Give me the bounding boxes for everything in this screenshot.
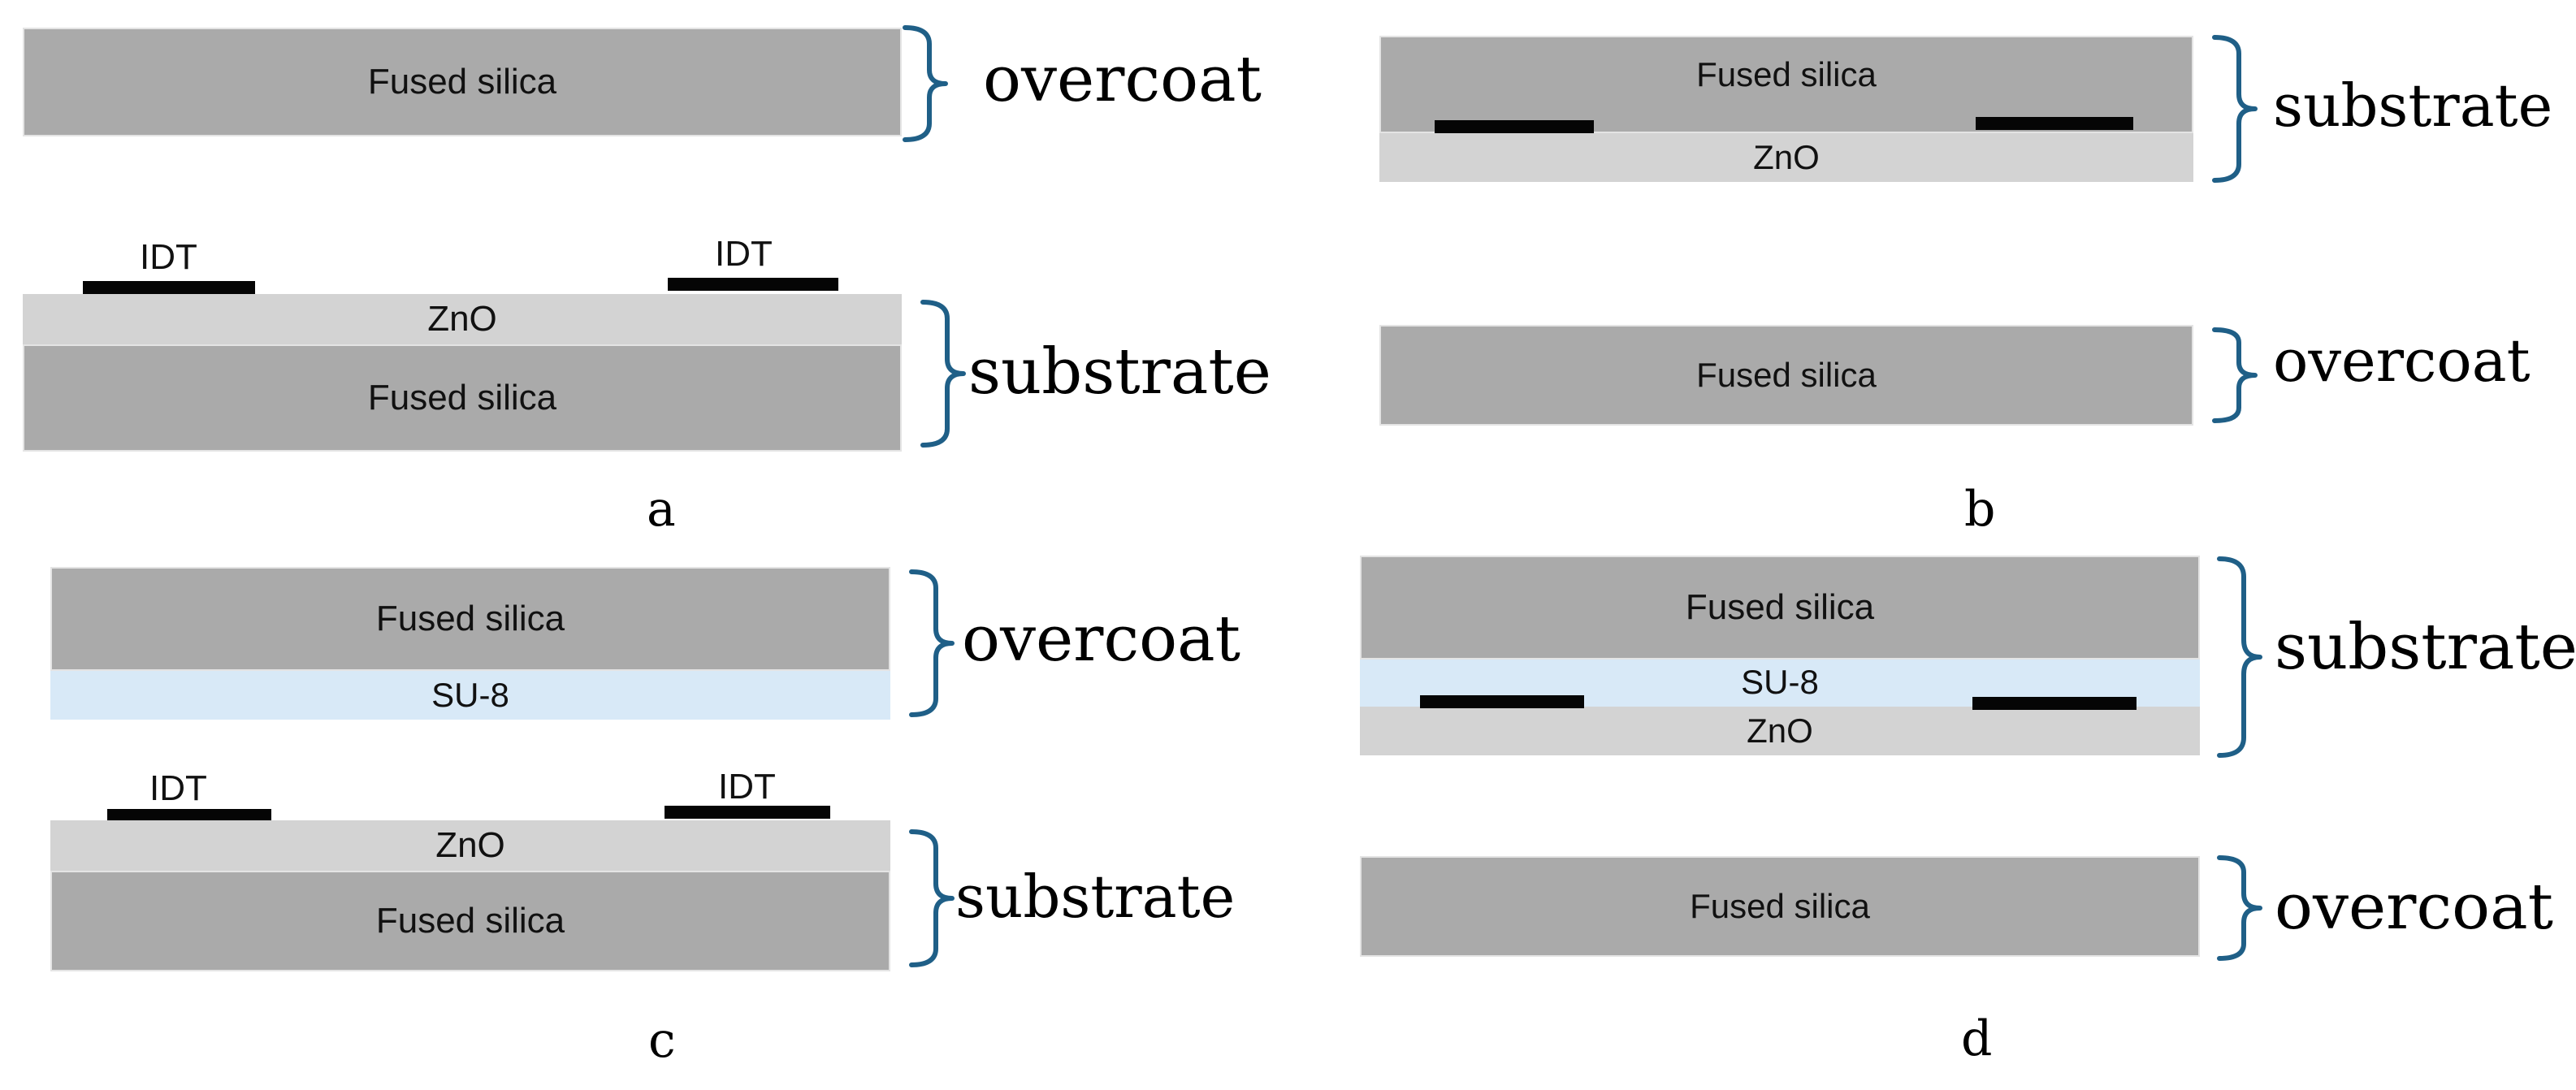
panel-b-substrate-brace-icon bbox=[2212, 35, 2258, 183]
panel-b-overcoat-label: overcoat bbox=[2273, 327, 2531, 395]
panel-a-caption: a bbox=[647, 481, 676, 538]
panel-b-substrate-zno: ZnO bbox=[1379, 133, 2193, 182]
panel-b-substrate-label: substrate bbox=[2273, 71, 2553, 140]
panel-a-overcoat-brace-icon bbox=[903, 25, 948, 142]
panel-a-substrate-label: substrate bbox=[968, 335, 1271, 409]
panel-a-idt-right-electrode-icon bbox=[668, 278, 838, 291]
panel-c-overcoat-su8: SU-8 bbox=[50, 671, 890, 720]
panel-c-idt-label-left: IDT bbox=[149, 768, 207, 808]
panel-d-overcoat-fused-silica: Fused silica bbox=[1360, 856, 2200, 957]
panel-d-idt-right-electrode-icon bbox=[1972, 697, 2137, 710]
panel-c-substrate-brace-icon bbox=[909, 829, 955, 967]
panel-c-substrate-label: substrate bbox=[955, 863, 1236, 931]
panel-a-substrate-fused-silica: Fused silica bbox=[23, 344, 902, 452]
panel-d-substrate-label: substrate bbox=[2275, 611, 2576, 684]
panel-a-substrate-zno: ZnO bbox=[23, 294, 902, 344]
panel-c-idt-label-right: IDT bbox=[718, 767, 776, 807]
panel-b-idt-left-electrode-icon bbox=[1435, 120, 1594, 133]
panel-a-idt-left-electrode-icon bbox=[83, 281, 255, 294]
panel-d-idt-left-electrode-icon bbox=[1420, 695, 1584, 708]
panel-d-substrate-brace-icon bbox=[2217, 556, 2262, 758]
panel-d-substrate-zno: ZnO bbox=[1360, 707, 2200, 755]
panel-a-substrate-brace-icon bbox=[920, 300, 966, 448]
panel-b-idt-right-electrode-icon bbox=[1976, 117, 2133, 130]
panel-c-idt-left-electrode-icon bbox=[107, 809, 271, 822]
panel-b-overcoat-brace-icon bbox=[2212, 327, 2258, 423]
panel-c-substrate-fused-silica: Fused silica bbox=[50, 871, 890, 971]
panel-a-overcoat-label: overcoat bbox=[983, 43, 1262, 116]
panel-c-overcoat-brace-icon bbox=[909, 569, 955, 717]
panel-d-overcoat-brace-icon bbox=[2217, 855, 2262, 961]
panel-d-overcoat-label: overcoat bbox=[2275, 871, 2553, 944]
panel-d-substrate-fused-silica: Fused silica bbox=[1360, 556, 2200, 660]
panel-a-overcoat-fused-silica: Fused silica bbox=[23, 28, 902, 136]
panel-c-overcoat-label: overcoat bbox=[962, 603, 1240, 676]
panel-c-caption: c bbox=[648, 1012, 676, 1069]
panel-c-substrate-zno: ZnO bbox=[50, 820, 890, 871]
panel-c-overcoat-fused-silica: Fused silica bbox=[50, 567, 890, 671]
panel-b-overcoat-fused-silica: Fused silica bbox=[1379, 325, 2193, 426]
panel-d-caption: d bbox=[1961, 1010, 1993, 1067]
panel-b-caption: b bbox=[1964, 481, 1996, 538]
panel-a-idt-label-left: IDT bbox=[140, 237, 197, 277]
panel-c-idt-right-electrode-icon bbox=[665, 806, 830, 819]
panel-a-idt-label-right: IDT bbox=[715, 234, 773, 274]
